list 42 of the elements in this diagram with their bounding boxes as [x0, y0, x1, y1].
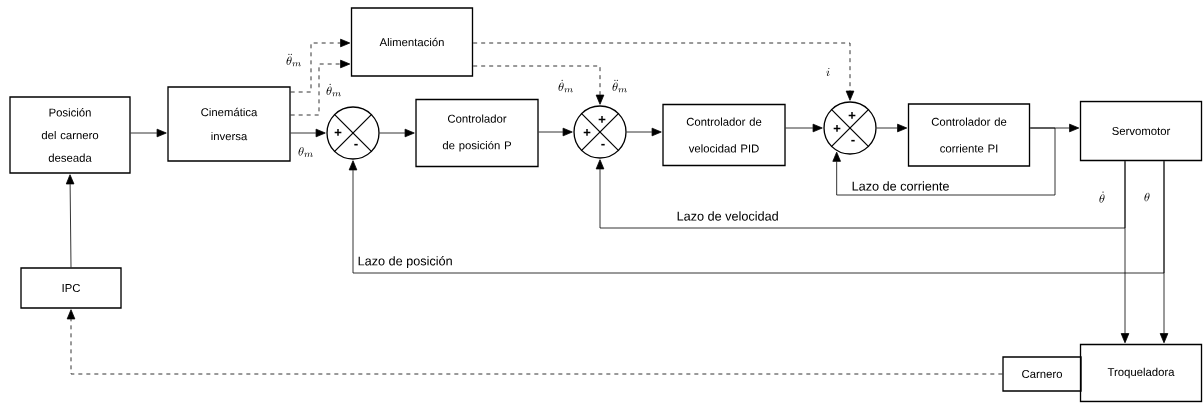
arrow — [130, 128, 167, 138]
edge-label: $i$ — [824, 66, 832, 78]
process-box: Cinemática inversa — [167, 86, 291, 162]
signal-label: $\ddot{\theta}_m$ — [612, 79, 627, 93]
process-box: Alimentación — [350, 7, 474, 77]
arrow — [66, 309, 1003, 375]
summing-junction: + + - — [823, 101, 877, 155]
summing-junction: + - — [326, 106, 380, 160]
process-box: Controlador de posición P — [415, 98, 539, 168]
edge-label: $\ddot{\theta}_m$ — [284, 52, 304, 68]
edge-label: $\theta$ — [1142, 191, 1152, 203]
process-box: Posición del carnero deseada — [9, 96, 131, 174]
arrow — [1159, 160, 1169, 344]
arrow — [472, 65, 605, 105]
arrow — [785, 123, 823, 133]
arrow — [379, 128, 415, 138]
arrow — [348, 160, 1165, 274]
arrow — [290, 128, 326, 138]
process-box: Controlador de velocidad PID — [662, 103, 786, 167]
arrow — [1120, 160, 1130, 344]
arrow — [290, 59, 351, 116]
edge-label: Lazo de posición — [356, 254, 454, 270]
arrow — [290, 38, 351, 93]
process-box: Troqueladora — [1079, 343, 1203, 403]
process-box: Controlador de corriente PI — [907, 103, 1031, 167]
arrow — [472, 42, 855, 101]
arrow — [876, 123, 908, 133]
process-box: Carnero — [1002, 356, 1082, 392]
edge-label: $\dot{\theta}_m$ — [324, 82, 344, 98]
arrow — [832, 127, 1056, 196]
process-box: Servomotor — [1079, 100, 1203, 162]
arrow — [65, 174, 75, 268]
arrow — [626, 127, 662, 137]
edge-label: $\dot{\theta}_m$ — [556, 78, 576, 94]
process-box: IPC — [20, 267, 122, 309]
arrow — [538, 127, 573, 137]
edge-label: Lazo de corriente — [850, 180, 951, 192]
summing-junction: + + - — [573, 105, 627, 159]
edge-label: Lazo de velocidad — [675, 210, 781, 222]
edge-label: $\theta_m$ — [296, 145, 316, 159]
edge-label: $\dot{\theta}$ — [1097, 190, 1107, 204]
arrow — [595, 159, 1126, 229]
